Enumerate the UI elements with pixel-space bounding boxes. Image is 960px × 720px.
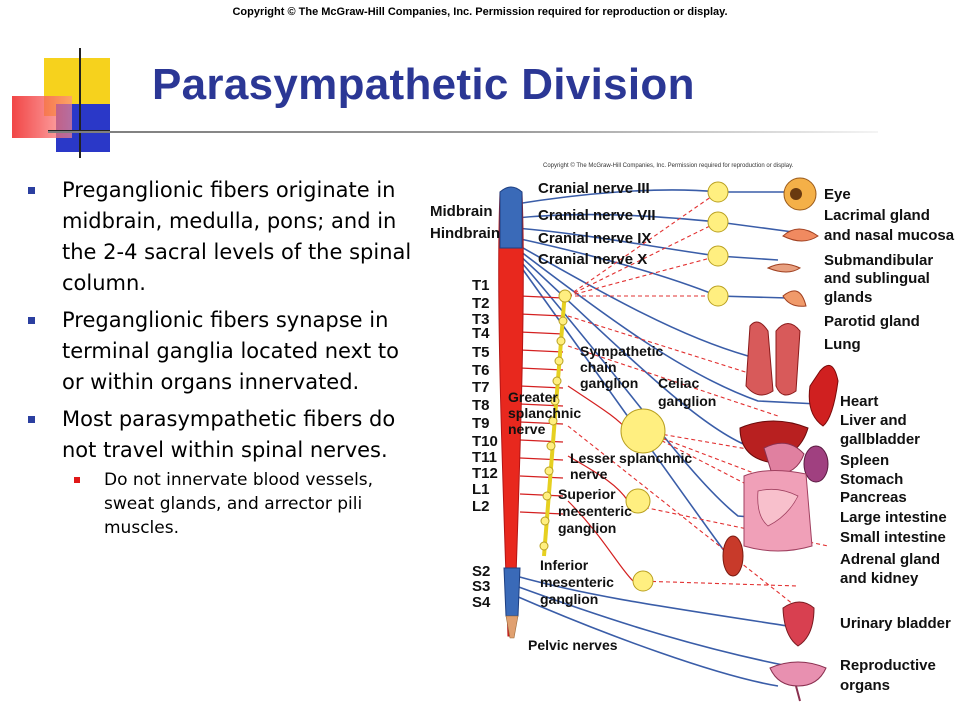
thoracic-level-labels: T1 T2 T3 T4 T5 T6 T7 T8 T9 T10 T11 T12 L…	[472, 277, 498, 515]
label-pelvic-nerves: Pelvic nerves	[528, 637, 618, 653]
label-l1: L1	[472, 481, 490, 498]
label-glands: glands	[824, 289, 872, 306]
label-cranial-nerve-3: Cranial nerve III	[538, 180, 650, 197]
diagram-copyright: Copyright © The McGraw-Hill Companies, I…	[543, 162, 794, 169]
cauda-equina	[505, 615, 519, 639]
label-urinary-bladder: Urinary bladder	[840, 615, 951, 632]
label-organs: organs	[840, 677, 890, 694]
parasympathetic-diagram: Copyright © The McGraw-Hill Companies, I…	[430, 162, 955, 702]
label-midbrain: Midbrain	[430, 203, 493, 220]
copyright-notice: Copyright © The McGraw-Hill Companies, I…	[232, 6, 728, 18]
sub-bullet-item: Do not innervate blood vessels, sweat gl…	[62, 468, 413, 540]
label-submandibular: Submandibular	[824, 252, 933, 269]
label-inferior-ganglion: ganglion	[540, 591, 598, 607]
label-heart: Heart	[840, 393, 878, 410]
bullet-item: Most parasympathetic fibers do not trave…	[28, 404, 413, 540]
decor-vertical-line	[79, 48, 81, 158]
pelvic-nerve-paths	[515, 575, 789, 687]
label-kidney: and kidney	[840, 570, 919, 587]
bullet-marker	[28, 187, 35, 194]
label-t6: T6	[472, 362, 490, 379]
label-ganglion: ganglion	[580, 375, 638, 391]
label-adrenal-gland: Adrenal gland	[840, 551, 940, 568]
label-celiac: Celiac	[658, 375, 699, 391]
label-sympathetic: Sympathetic	[580, 343, 663, 359]
bullet-item: Preganglionic fibers synapse in terminal…	[28, 305, 413, 398]
label-liver: Liver and	[840, 412, 907, 429]
spinal-nerve-paths	[519, 295, 634, 582]
label-cranial-nerve-9: Cranial nerve IX	[538, 230, 651, 247]
label-t5: T5	[472, 344, 490, 361]
label-cranial-nerve-7: Cranial nerve VII	[538, 207, 656, 224]
label-lesser-nerve: nerve	[570, 466, 608, 482]
bullet-marker	[28, 416, 35, 423]
label-inferior-mesenteric: mesenteric	[540, 574, 614, 590]
label-reproductive: Reproductive	[840, 657, 936, 674]
label-superior-ganglion: ganglion	[558, 520, 616, 536]
label-s3: S3	[472, 578, 490, 595]
label-celiac-ganglion: ganglion	[658, 393, 716, 409]
label-l2: L2	[472, 498, 490, 515]
label-inferior: Inferior	[540, 557, 589, 573]
label-gallbladder: gallbladder	[840, 431, 920, 448]
bullet-list: Preganglionic fibers originate in midbra…	[28, 175, 413, 546]
bullet-item: Preganglionic fibers originate in midbra…	[28, 175, 413, 299]
brainstem	[499, 186, 523, 249]
label-t4: T4	[472, 325, 490, 342]
structure-labels: Sympathetic chain ganglion Celiac gangli…	[508, 343, 716, 653]
terminal-ganglia	[620, 181, 729, 592]
label-lacrimal-gland: Lacrimal gland	[824, 207, 930, 224]
label-t3: T3	[472, 311, 490, 328]
label-t9: T9	[472, 415, 490, 432]
label-lesser-splanchnic: Lesser splanchnic	[570, 450, 692, 466]
label-t10: T10	[472, 433, 498, 450]
label-greater: Greater	[508, 389, 558, 405]
cranial-nerve-paths	[515, 189, 819, 557]
label-stomach: Stomach	[840, 471, 903, 488]
label-s2: S2	[472, 563, 490, 580]
organ-illustrations	[722, 177, 839, 702]
sub-bullet-marker	[74, 477, 80, 483]
label-cranial-nerve-10: Cranial nerve X	[538, 251, 647, 268]
label-sublingual: and sublingual	[824, 270, 930, 287]
sacral-level-labels: S2 S3 S4	[472, 563, 491, 611]
sacral-cord	[503, 567, 521, 617]
label-lung: Lung	[824, 336, 861, 353]
label-t2: T2	[472, 295, 490, 312]
label-nasal-mucosa: and nasal mucosa	[824, 227, 955, 244]
label-parotid-gland: Parotid gland	[824, 313, 920, 330]
page-title: Parasympathetic Division	[152, 60, 695, 109]
sub-bullet-list: Do not innervate blood vessels, sweat gl…	[62, 468, 413, 540]
label-t12: T12	[472, 465, 498, 482]
label-t1: T1	[472, 277, 490, 294]
label-spleen: Spleen	[840, 452, 889, 469]
label-t11: T11	[472, 449, 497, 466]
label-s4: S4	[472, 594, 491, 611]
label-large-intestine: Large intestine	[840, 509, 947, 526]
label-splanchnic: splanchnic	[508, 405, 581, 421]
label-nerve: nerve	[508, 421, 546, 437]
label-superior: Superior	[558, 486, 616, 502]
label-small-intestine: Small intestine	[840, 529, 946, 546]
label-eye: Eye	[824, 186, 851, 203]
label-hindbrain: Hindbrain	[430, 225, 500, 242]
chain-ganglia	[539, 289, 572, 551]
bullet-marker	[28, 317, 35, 324]
label-t7: T7	[472, 379, 490, 396]
label-superior-mesenteric: mesenteric	[558, 503, 632, 519]
title-divider	[48, 131, 878, 133]
label-chain: chain	[580, 359, 617, 375]
organ-labels: Eye Lacrimal gland and nasal mucosa Subm…	[824, 186, 955, 694]
label-t8: T8	[472, 397, 490, 414]
label-pancreas: Pancreas	[840, 489, 907, 506]
